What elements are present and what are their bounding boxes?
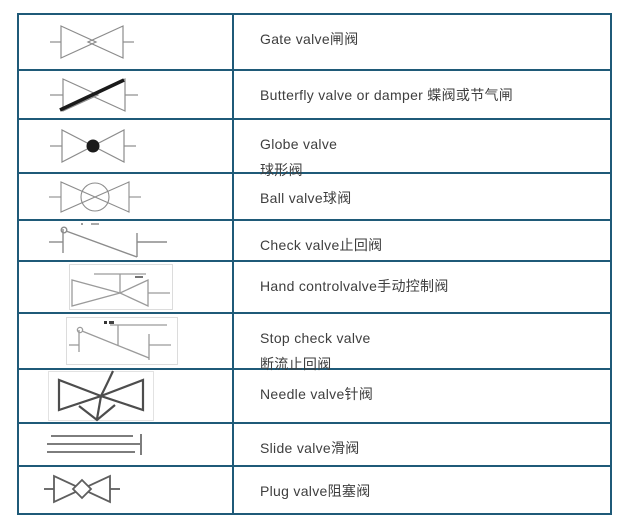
slide-valve-icon (47, 433, 142, 455)
valve-label: Plug valve阻塞阀 (260, 483, 371, 499)
valve-label: Stop check valve (260, 330, 371, 346)
stop-check-valve-icon (69, 321, 171, 360)
valve-label-cn: 球形阀 (260, 162, 303, 178)
symbol-cell (19, 314, 234, 368)
symbol-image-box (66, 317, 178, 365)
symbol-image-box (48, 370, 154, 422)
label-cell: Globe valve 球形阀 (234, 120, 610, 178)
symbol-cell (19, 120, 234, 172)
table-row: Butterfly valve or damper 蝶阀或节气闸 (19, 71, 610, 120)
table-row: Gate valve闸阀 (19, 15, 610, 71)
gate-valve-icon (50, 25, 134, 59)
label-cell: Hand controlvalve手动控制阀 (234, 262, 610, 312)
symbol-cell (19, 262, 234, 312)
butterfly-valve-icon (50, 77, 138, 112)
table-row: Slide valve滑阀 (19, 424, 610, 467)
table-row: Needle valve针阀 (19, 370, 610, 424)
globe-valve-icon (50, 129, 136, 163)
valve-label: Needle valve针阀 (260, 386, 374, 402)
valve-label: Butterfly valve or damper 蝶阀或节气闸 (260, 87, 514, 103)
label-cell: Gate valve闸阀 (234, 15, 610, 69)
table-row: Globe valve 球形阀 (19, 120, 610, 178)
tiny-annotation-marks (109, 321, 114, 324)
symbol-cell (19, 221, 234, 260)
symbol-cell (19, 15, 234, 69)
check-valve-icon (49, 222, 167, 258)
symbol-cell (19, 467, 234, 513)
needle-valve-icon (57, 370, 145, 422)
symbol-cell (19, 424, 234, 465)
label-cell: Ball valve球阀 (234, 174, 610, 219)
tiny-mark (81, 222, 83, 225)
label-cell: Plug valve阻塞阀 (234, 467, 610, 513)
label-cell: Slide valve滑阀 (234, 424, 610, 465)
symbol-cell (19, 174, 234, 219)
label-cell: Stop check valve 断流止回阀 (234, 314, 610, 372)
valve-label: Check valve止回阀 (260, 237, 383, 253)
plug-valve-icon (44, 474, 120, 504)
valve-label: Globe valve (260, 136, 338, 152)
valve-label: Hand controlvalve手动控制阀 (260, 278, 449, 294)
symbol-cell (19, 71, 234, 118)
table-row: Plug valve阻塞阀 (19, 467, 610, 513)
valve-label: Slide valve滑阀 (260, 440, 360, 456)
table-row: Check valve止回阀 (19, 221, 610, 262)
valve-label-cn: 断流止回阀 (260, 356, 332, 372)
tiny-annotation-marks (104, 321, 107, 324)
table-row: Hand controlvalve手动控制阀 (19, 262, 610, 314)
label-cell: Needle valve针阀 (234, 370, 610, 422)
symbol-image-box (69, 264, 173, 310)
valve-label: Gate valve闸阀 (260, 31, 359, 47)
table-row: Ball valve球阀 (19, 174, 610, 221)
valve-symbols-table: Gate valve闸阀 Butterfly valve or damper 蝶… (17, 13, 612, 515)
valve-label: Ball valve球阀 (260, 190, 352, 206)
table-row: Stop check valve 断流止回阀 (19, 314, 610, 372)
hand-control-valve-icon (71, 273, 170, 308)
label-cell: Butterfly valve or damper 蝶阀或节气闸 (234, 71, 610, 118)
label-cell: Check valve止回阀 (234, 221, 610, 260)
ball-valve-icon (49, 180, 141, 213)
symbol-cell (19, 370, 234, 422)
